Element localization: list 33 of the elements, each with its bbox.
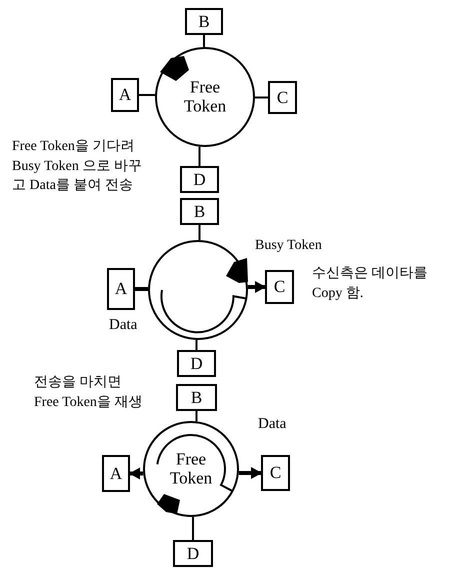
station-box: C — [261, 455, 290, 491]
connector-line — [196, 340, 198, 350]
data-arrow — [129, 468, 144, 480]
connector-line — [203, 35, 205, 47]
connector-line — [135, 287, 148, 291]
station-box: A — [111, 78, 139, 112]
connector-line — [198, 225, 200, 240]
station-box: D — [173, 540, 213, 567]
note-text: Busy Token — [255, 237, 323, 255]
note-text: 전송을 마치면 Free Token을 재생 — [34, 374, 144, 412]
station-box: B — [185, 8, 223, 35]
station-box: A — [107, 268, 135, 310]
connector-line — [192, 516, 194, 540]
data-arrow — [238, 467, 262, 479]
connector-line — [198, 146, 200, 166]
station-box: B — [180, 198, 219, 225]
ring-circle — [148, 240, 248, 340]
data-arrow — [248, 281, 266, 293]
note-text: 수신측은 데이타를 Copy 함. — [312, 265, 428, 303]
connector-line — [139, 94, 156, 96]
station-box: B — [176, 384, 217, 411]
ring-circle — [143, 421, 239, 517]
note-text: Free Token을 기다려 Busy Token 으로 바꾸고 Data를 붙여 전송 — [12, 138, 143, 196]
connector-line — [255, 96, 268, 98]
ring-label: Free Token — [182, 78, 228, 116]
station-box: A — [102, 455, 130, 492]
station-box: D — [177, 350, 216, 377]
station-box: C — [265, 270, 294, 304]
ring-label: Free Token — [168, 450, 214, 488]
station-box: C — [268, 81, 297, 114]
ring-circle — [155, 47, 255, 147]
station-box: D — [180, 166, 219, 193]
connector-line — [196, 411, 198, 422]
